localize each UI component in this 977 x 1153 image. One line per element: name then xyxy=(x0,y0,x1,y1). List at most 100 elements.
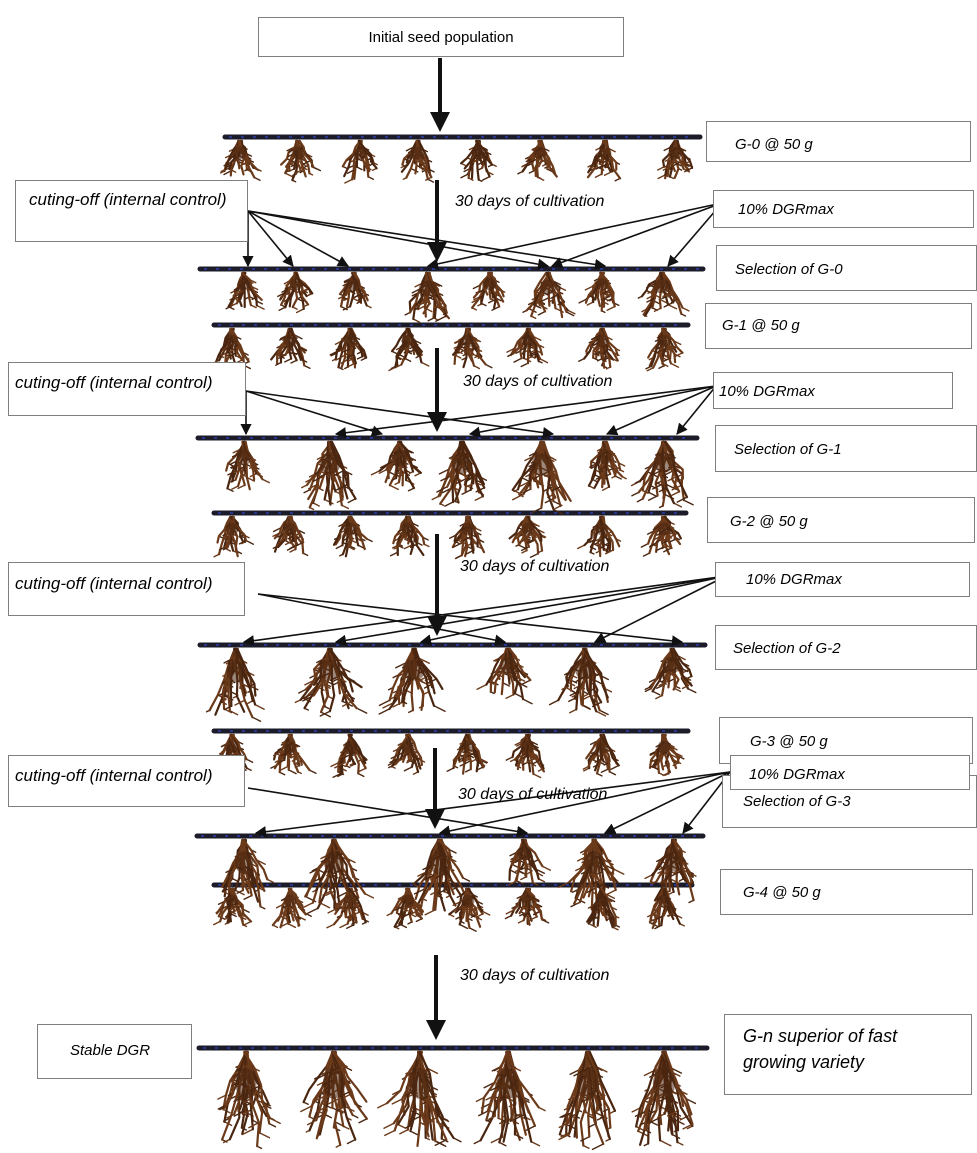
seaweed-core xyxy=(234,851,254,874)
generation-label: G-4 @ 50 g xyxy=(743,884,821,901)
seaweed-twig xyxy=(676,496,688,503)
seaweed-twig xyxy=(413,888,426,895)
seaweed-plant xyxy=(225,440,270,492)
seaweed-twig xyxy=(300,1105,313,1113)
seaweed-twig xyxy=(453,542,463,548)
seaweed-core xyxy=(521,522,535,536)
seaweed-plant xyxy=(378,647,446,715)
seaweed-twig xyxy=(417,657,430,664)
seaweed-core xyxy=(353,146,367,160)
seaweed-twig xyxy=(687,688,697,694)
seaweed-branch xyxy=(528,327,544,356)
seaweed-branch xyxy=(242,838,262,908)
seaweed-core xyxy=(483,278,497,291)
seaweed-twig xyxy=(563,1104,575,1111)
seaweed-twig xyxy=(478,1110,489,1117)
seaweed-twig xyxy=(397,910,407,916)
seaweed-twig xyxy=(460,173,469,179)
seaweed-twig xyxy=(221,886,229,891)
seaweed-twig xyxy=(681,160,691,166)
seaweed-twig xyxy=(403,766,413,772)
seaweed-twig xyxy=(460,347,469,353)
seaweed-branch xyxy=(244,440,264,481)
seaweed-core xyxy=(392,449,408,467)
selection-arrow xyxy=(438,771,731,837)
seaweed-twig xyxy=(435,315,447,322)
seaweed-branch xyxy=(524,838,544,868)
seaweed-twig xyxy=(513,357,523,363)
seaweed-branch xyxy=(229,327,250,363)
seaweed-twig xyxy=(685,1098,697,1105)
seaweed-twig xyxy=(464,477,474,483)
seaweed-branch xyxy=(287,515,305,544)
seaweed-core xyxy=(429,851,451,875)
seaweed-branch xyxy=(599,271,616,308)
dgr-box-4: 10% DGRmax xyxy=(730,755,970,790)
seaweed-twig xyxy=(223,170,232,176)
seaweed-twig xyxy=(340,359,349,364)
seaweed-core xyxy=(461,894,475,908)
seaweed-plant xyxy=(506,327,549,368)
seaweed-core xyxy=(343,522,357,536)
cultivation-ropes xyxy=(194,134,710,1051)
arrows xyxy=(240,58,731,1040)
selection-arrow xyxy=(468,385,717,438)
seaweed-twig xyxy=(570,901,581,908)
seaweed-twig xyxy=(587,922,597,928)
seaweed-core xyxy=(291,146,305,160)
seaweed-core xyxy=(595,278,609,291)
seaweed-twig xyxy=(246,700,254,705)
seaweed-core xyxy=(343,334,357,348)
seaweed-twig xyxy=(502,682,510,687)
seaweed-branch xyxy=(663,440,689,499)
seaweed-twig xyxy=(418,675,430,682)
seaweed-branch xyxy=(467,515,486,554)
seaweed-twig xyxy=(433,302,445,309)
seaweed-core xyxy=(319,659,341,681)
seaweed-twig xyxy=(308,1115,316,1121)
seaweed-twig xyxy=(513,1114,525,1121)
seaweed-plant xyxy=(473,1050,546,1147)
seaweed-twig xyxy=(470,757,480,763)
seaweed-twig xyxy=(591,1143,604,1151)
seaweed-branch xyxy=(349,327,368,359)
seaweed-twig xyxy=(318,901,331,909)
seaweed-branch xyxy=(664,1050,694,1126)
seaweed-twig xyxy=(409,1130,419,1136)
seaweed-branch xyxy=(353,271,369,302)
seaweed-core xyxy=(401,740,415,754)
seaweed-plant xyxy=(400,139,435,183)
seaweed-core xyxy=(347,278,361,291)
seaweed-twig xyxy=(565,311,575,317)
seaweed-twig xyxy=(578,298,588,304)
seaweed-twig xyxy=(675,352,684,357)
seaweed-twig xyxy=(377,1102,388,1109)
seaweed-twig xyxy=(356,349,365,355)
generation-label: G-0 @ 50 g xyxy=(735,136,813,153)
seaweed-plant xyxy=(657,139,694,180)
seaweed-twig xyxy=(505,693,515,699)
seaweed-plant xyxy=(452,327,493,370)
seaweed-twig xyxy=(273,750,283,757)
seaweed-branch xyxy=(515,838,524,882)
seaweed-twig xyxy=(558,881,571,888)
seaweed-branch xyxy=(540,139,557,176)
seaweed-twig xyxy=(538,159,547,165)
selection-label: Selection of G-3 xyxy=(743,793,851,810)
seaweed-twig xyxy=(558,1133,570,1141)
generation-label: G-2 @ 50 g xyxy=(730,513,808,530)
seaweed-twig xyxy=(391,1098,403,1105)
seaweed-twig xyxy=(475,1096,485,1103)
seaweed-twig xyxy=(514,692,523,698)
seaweed-twig xyxy=(370,470,381,476)
seaweed-twig xyxy=(539,296,550,303)
seaweed-core xyxy=(418,280,438,297)
seaweed-plant xyxy=(558,1050,617,1151)
seaweed-branch xyxy=(592,838,617,892)
seaweed-twig xyxy=(586,301,594,306)
seaweed-branch xyxy=(319,647,330,714)
seaweed-twig xyxy=(280,765,289,771)
seaweed-core xyxy=(521,334,535,348)
seaweed-twig xyxy=(229,351,238,357)
seaweed-twig xyxy=(336,891,349,898)
